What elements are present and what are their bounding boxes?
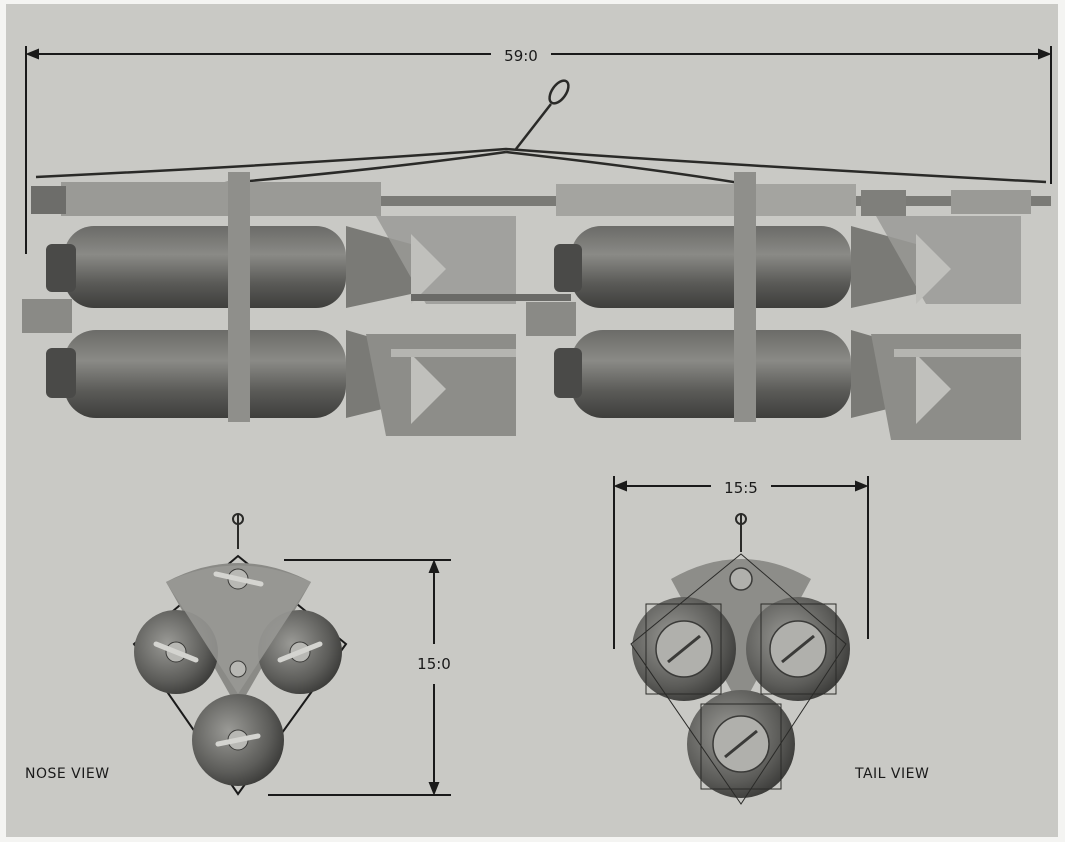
- nose-height-label: 15:0: [417, 655, 451, 673]
- bomb-cluster-drawing: 59:0: [22, 46, 1052, 805]
- tail-width-label: 15:5: [724, 479, 758, 497]
- nose-plate-right: [526, 302, 576, 336]
- nose-height-dimension: [268, 559, 451, 796]
- strap-left: [228, 172, 250, 422]
- tail-view: [630, 513, 850, 805]
- nose-view: [132, 513, 348, 796]
- tail-view-label: TAIL VIEW: [855, 766, 930, 782]
- lifting-shackle: [35, 79, 1047, 186]
- side-view: 59:0: [22, 46, 1052, 440]
- strap-right: [734, 172, 756, 422]
- strongback-rail: [31, 182, 1051, 216]
- connector-bar: [411, 294, 571, 301]
- bomb-lower-left: [46, 330, 516, 436]
- nose-plate-left: [22, 299, 72, 333]
- bomb-lower-right: [554, 330, 1021, 440]
- overall-length-dimension: [25, 46, 1052, 254]
- nose-view-label: NOSE VIEW: [25, 766, 110, 782]
- diagram-plate: 59:0: [6, 4, 1058, 837]
- overall-length-label: 59:0: [504, 47, 538, 65]
- bomb-upper-left: [46, 216, 516, 308]
- tail-width-dimension: [613, 476, 869, 649]
- bomb-upper-right: [554, 216, 1021, 308]
